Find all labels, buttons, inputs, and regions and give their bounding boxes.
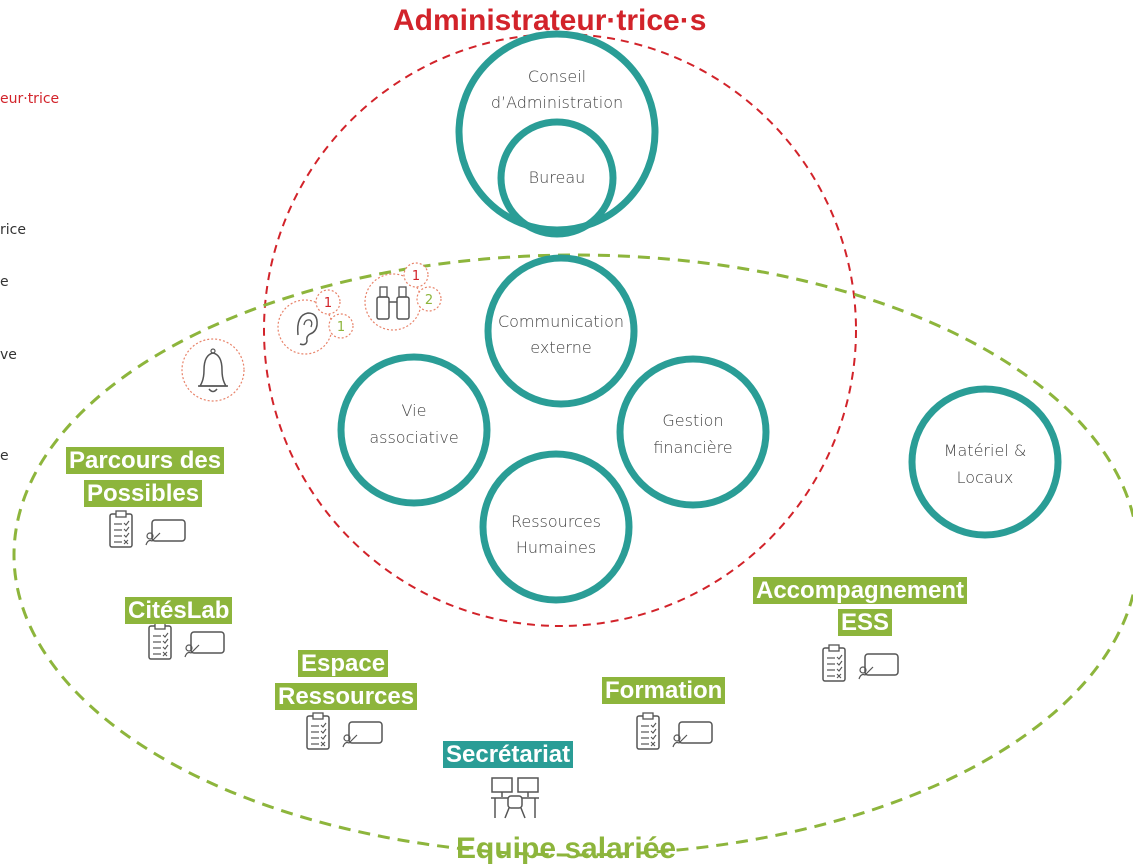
conseil-line-2: d’Administration <box>491 93 623 112</box>
whiteboard-icon <box>342 721 383 748</box>
team-ellipse <box>12 253 1133 857</box>
svg-text:1: 1 <box>324 296 332 311</box>
espace-icons <box>306 712 383 750</box>
admin-ellipse <box>263 33 857 627</box>
materiel-line-1: Matériel & <box>944 441 1027 460</box>
vie-associative-circle: Vie associative <box>337 353 491 507</box>
bell-icon <box>181 338 245 402</box>
parcours-line-1: Parcours des <box>69 447 222 474</box>
svg-text:2: 2 <box>425 293 433 308</box>
left-fragment-4: ve <box>0 347 17 363</box>
citeslab-icons <box>148 622 225 660</box>
svg-text:1: 1 <box>412 269 420 284</box>
left-fragment-3: e <box>0 274 9 290</box>
binoculars-badge-top: 1 <box>403 262 429 288</box>
gestion-line-1: Gestion <box>662 411 723 430</box>
whiteboard-icon <box>858 653 899 680</box>
parcours-line-2: Possibles <box>87 480 200 507</box>
citeslab-line-1: CitésLab <box>128 597 230 624</box>
bureau-circle: Bureau <box>497 118 617 238</box>
checklist-icon <box>109 510 133 548</box>
ressources-humaines-circle: Ressources Humaines <box>479 450 633 604</box>
checklist-icon <box>636 712 660 750</box>
secretariat-line-1: Secrétariat <box>446 741 571 768</box>
accompagnement-label: Accompagnement <box>753 577 968 604</box>
communication-circle: Communication externe <box>484 254 638 408</box>
left-fragment-1: eur·trice <box>0 91 59 107</box>
workstations-icon <box>491 777 539 819</box>
conseil-circle: Conseil d’Administration <box>455 30 659 234</box>
citeslab-label: CitésLab <box>125 597 233 624</box>
accompagnement-line-1: Accompagnement <box>756 577 965 604</box>
checklist-icon <box>822 644 846 682</box>
whiteboard-icon <box>184 631 225 658</box>
formation-line-1: Formation <box>605 677 723 704</box>
communication-line-1: Communication <box>498 312 624 331</box>
parcours-label-2: Possibles <box>84 480 203 507</box>
conseil-line-1: Conseil <box>528 67 586 86</box>
accompagnement-line-2: ESS <box>841 609 890 636</box>
checklist-icon <box>306 712 330 750</box>
espace-label: Espace <box>298 650 389 677</box>
team-title: Equipe salariée <box>456 832 677 865</box>
accompagnement-label-2: ESS <box>838 609 893 636</box>
accompagnement-icons <box>822 644 899 682</box>
espace-line-1: Espace <box>301 650 386 677</box>
gestion-line-2: financière <box>653 438 732 457</box>
checklist-icon <box>148 622 172 660</box>
materiel-line-2: Locaux <box>957 468 1014 487</box>
vie-line-1: Vie <box>402 401 427 420</box>
ear-badge-bottom: 1 <box>328 313 354 339</box>
materiel-circle: Matériel & Locaux <box>908 385 1062 539</box>
secretariat-label: Secrétariat <box>443 741 574 768</box>
espace-label-2: Ressources <box>275 683 418 710</box>
vie-line-2: associative <box>369 428 458 447</box>
parcours-label: Parcours des <box>66 447 225 474</box>
formation-icons <box>636 712 713 750</box>
formation-label: Formation <box>602 677 726 704</box>
whiteboard-icon <box>672 721 713 748</box>
parcours-icons <box>109 510 186 548</box>
binoculars-badge-bottom: 2 <box>416 286 442 312</box>
bureau-label: Bureau <box>529 168 586 187</box>
ear-badge-top: 1 <box>315 289 341 315</box>
left-fragment-5: e <box>0 448 9 464</box>
svg-text:1: 1 <box>337 320 345 335</box>
rh-line-2: Humaines <box>516 538 596 557</box>
communication-line-2: externe <box>530 338 591 357</box>
rh-line-1: Ressources <box>511 512 601 531</box>
left-fragment-2: rice <box>0 222 26 238</box>
espace-line-2: Ressources <box>278 683 415 710</box>
gestion-circle: Gestion financière <box>616 355 770 509</box>
whiteboard-icon <box>145 519 186 546</box>
